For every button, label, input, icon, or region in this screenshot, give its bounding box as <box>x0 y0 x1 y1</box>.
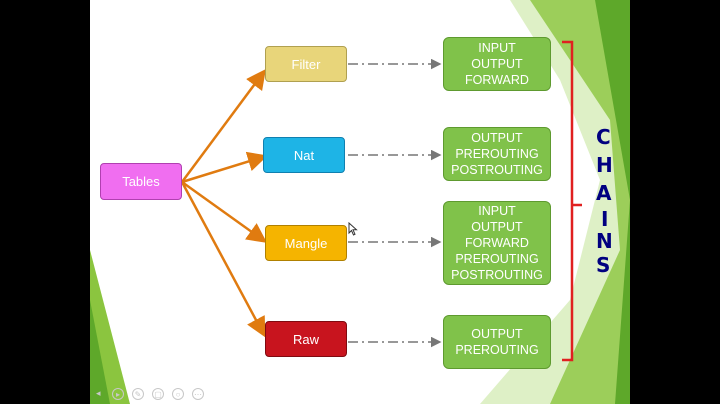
table-nat-box: Nat <box>263 137 345 173</box>
arrow-tables-nat <box>181 151 268 184</box>
table-filter-label: Filter <box>291 56 321 72</box>
mouse-cursor-icon <box>348 222 358 236</box>
chains-label-letter: A <box>596 181 612 205</box>
more-icon[interactable]: ⋯ <box>192 388 204 400</box>
chain-item: OUTPUT <box>471 327 523 341</box>
tables-root-label: Tables <box>122 174 160 189</box>
arrow-tables-filter <box>180 68 266 183</box>
chain-item: PREROUTING <box>455 147 539 161</box>
zoom-icon[interactable]: ○ <box>172 388 184 400</box>
chain-item: POSTROUTING <box>451 163 543 177</box>
chains-bracket <box>562 40 582 362</box>
table-raw-label: Raw <box>292 331 319 347</box>
table-mangle-label: Mangle <box>284 235 328 251</box>
chain-item: OUTPUT <box>471 220 523 234</box>
prev-icon[interactable]: ◂ <box>96 388 101 398</box>
chain-item: FORWARD <box>465 73 529 87</box>
chain-item: PREROUTING <box>455 252 539 266</box>
chain-group-filter: INPUT OUTPUT FORWARD <box>443 37 551 91</box>
chains-label-letter: I <box>601 207 609 231</box>
table-raw-box: Raw <box>265 321 347 357</box>
chains-label-letter: H <box>596 153 613 177</box>
chain-item: PREROUTING <box>455 343 539 357</box>
chain-item: INPUT <box>478 41 516 55</box>
chains-label-letter: N <box>596 229 613 253</box>
chain-item: OUTPUT <box>471 131 523 145</box>
table-mangle-box: Mangle <box>265 225 347 261</box>
connector-layer <box>180 40 582 362</box>
chain-item: FORWARD <box>465 236 529 250</box>
chain-item: POSTROUTING <box>451 268 543 282</box>
arrow-tables-mangle <box>181 180 268 243</box>
chain-item: OUTPUT <box>471 57 523 71</box>
arrow-tables-raw <box>180 181 266 338</box>
slide-background-decoration <box>90 0 630 404</box>
chain-group-nat: OUTPUT PREROUTING POSTROUTING <box>443 127 551 181</box>
chain-group-raw: OUTPUT PREROUTING <box>443 315 551 369</box>
chain-group-mangle: INPUT OUTPUT FORWARD PREROUTING POSTROUT… <box>443 201 551 285</box>
table-filter-box: Filter <box>265 46 347 82</box>
edit-icon[interactable]: ✎ <box>132 388 144 400</box>
chain-item: INPUT <box>478 204 516 218</box>
tables-root-box: Tables <box>100 163 182 200</box>
chains-label-letter: S <box>596 253 611 277</box>
play-icon[interactable]: ▸ <box>112 388 124 400</box>
copy-icon[interactable]: ▢ <box>152 388 164 400</box>
chains-label-letter: C <box>596 125 611 149</box>
slide-canvas: Tables Filter Nat Mangle Raw INPUT OUTPU… <box>90 0 630 404</box>
table-nat-label: Nat <box>293 147 315 163</box>
